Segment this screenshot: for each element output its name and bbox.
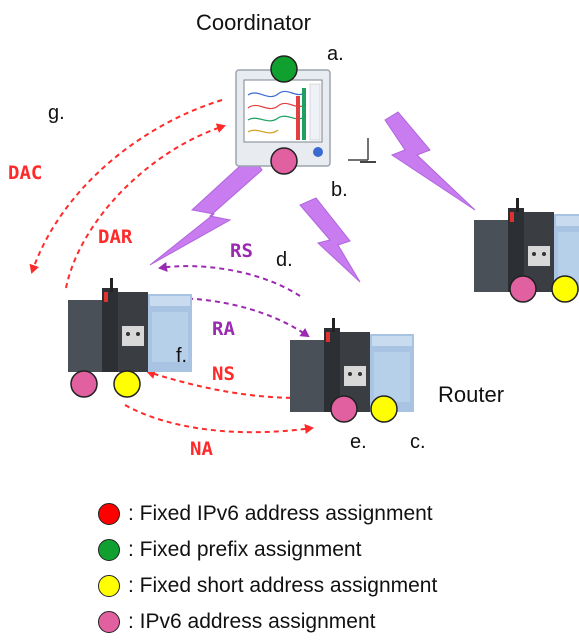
ipv6-address-dot	[70, 370, 98, 398]
label-c: c.	[410, 431, 426, 453]
dar-message: DAR	[98, 226, 133, 248]
legend-text: : Fixed IPv6 address assignment	[128, 502, 433, 525]
ns-arrow	[146, 369, 301, 399]
fixed-short-address-dot	[551, 275, 579, 303]
legend-text: : Fixed prefix assignment	[128, 538, 362, 561]
fixed-prefix-dot	[270, 55, 298, 83]
coordinator-label: Coordinator	[196, 10, 311, 35]
label-g: g.	[48, 102, 65, 124]
legend-text: : IPv6 address assignment	[128, 610, 376, 633]
ipv6-address-legend-icon	[98, 611, 120, 633]
rs-message: RS	[230, 240, 253, 262]
label-f: f.	[176, 345, 188, 367]
fixed-short-address-dot	[370, 395, 398, 423]
router-device-icon	[68, 278, 192, 372]
dac-message: DAC	[8, 162, 43, 184]
label-b: b.	[331, 179, 348, 201]
rs-arrow	[158, 262, 301, 297]
fixed-short-address-legend-icon	[98, 575, 120, 597]
label-d: d.	[276, 249, 293, 271]
antenna-icon	[348, 138, 376, 163]
ipv6-address-dot	[270, 147, 298, 175]
fixed-short-address-dot	[113, 370, 141, 398]
na-arrow	[124, 404, 314, 434]
wireless-link-icon	[149, 111, 476, 283]
fixed-prefix-legend-icon	[98, 539, 120, 561]
fixed-ipv6-address-legend-icon	[98, 503, 120, 525]
ns-message: NS	[212, 363, 235, 385]
ra-arrow	[169, 297, 310, 338]
router-label: Router	[438, 382, 505, 407]
ipv6-address-dot	[330, 395, 358, 423]
coordinator-device-icon	[235, 69, 331, 167]
ipv6-address-dot	[509, 275, 537, 303]
ra-message: RA	[212, 318, 235, 340]
label-e: e.	[350, 431, 367, 453]
label-a: a.	[327, 43, 344, 65]
legend-text: : Fixed short address assignment	[128, 574, 438, 597]
na-message: NA	[190, 438, 213, 460]
